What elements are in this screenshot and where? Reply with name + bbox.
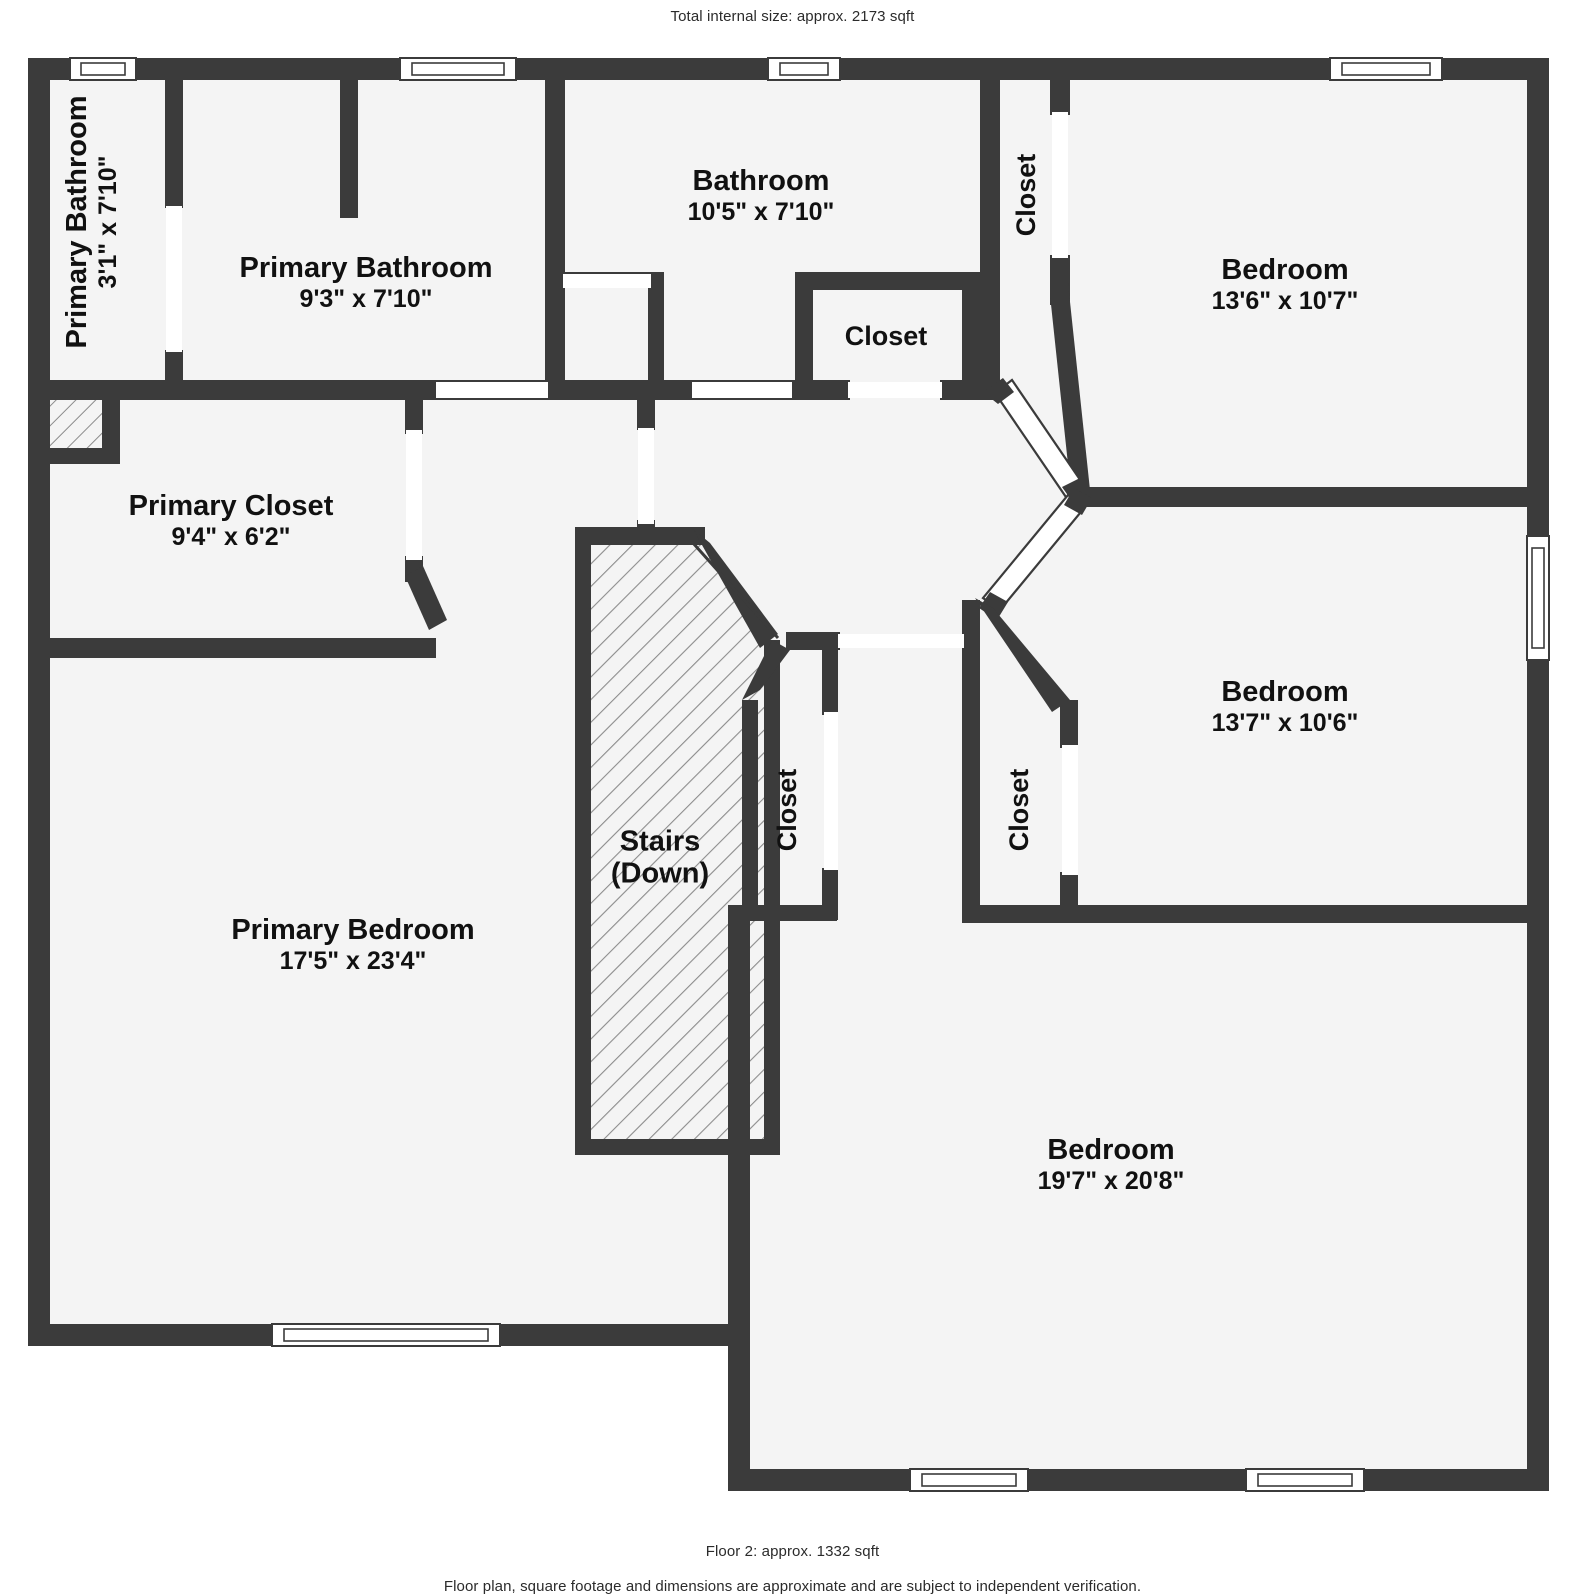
windows <box>69 57 1550 1492</box>
window-bottom-3 <box>1245 1468 1365 1492</box>
window-right-1 <box>1526 535 1550 661</box>
room-floor-fills <box>36 58 1549 1491</box>
window-bottom-2 <box>909 1468 1029 1492</box>
interior-walls <box>36 58 1529 1155</box>
window-bottom-1 <box>271 1323 501 1347</box>
door-openings <box>166 112 1078 875</box>
window-top-3 <box>767 57 841 81</box>
floor-size-caption: Floor 2: approx. 1332 sqft <box>705 1543 880 1560</box>
window-top-4 <box>1329 57 1443 81</box>
window-top-2 <box>399 57 517 81</box>
disclaimer-caption: Floor plan, square footage and dimension… <box>443 1578 1142 1595</box>
window-top-1 <box>69 57 137 81</box>
total-internal-size-caption: Total internal size: approx. 2173 sqft <box>670 8 915 25</box>
